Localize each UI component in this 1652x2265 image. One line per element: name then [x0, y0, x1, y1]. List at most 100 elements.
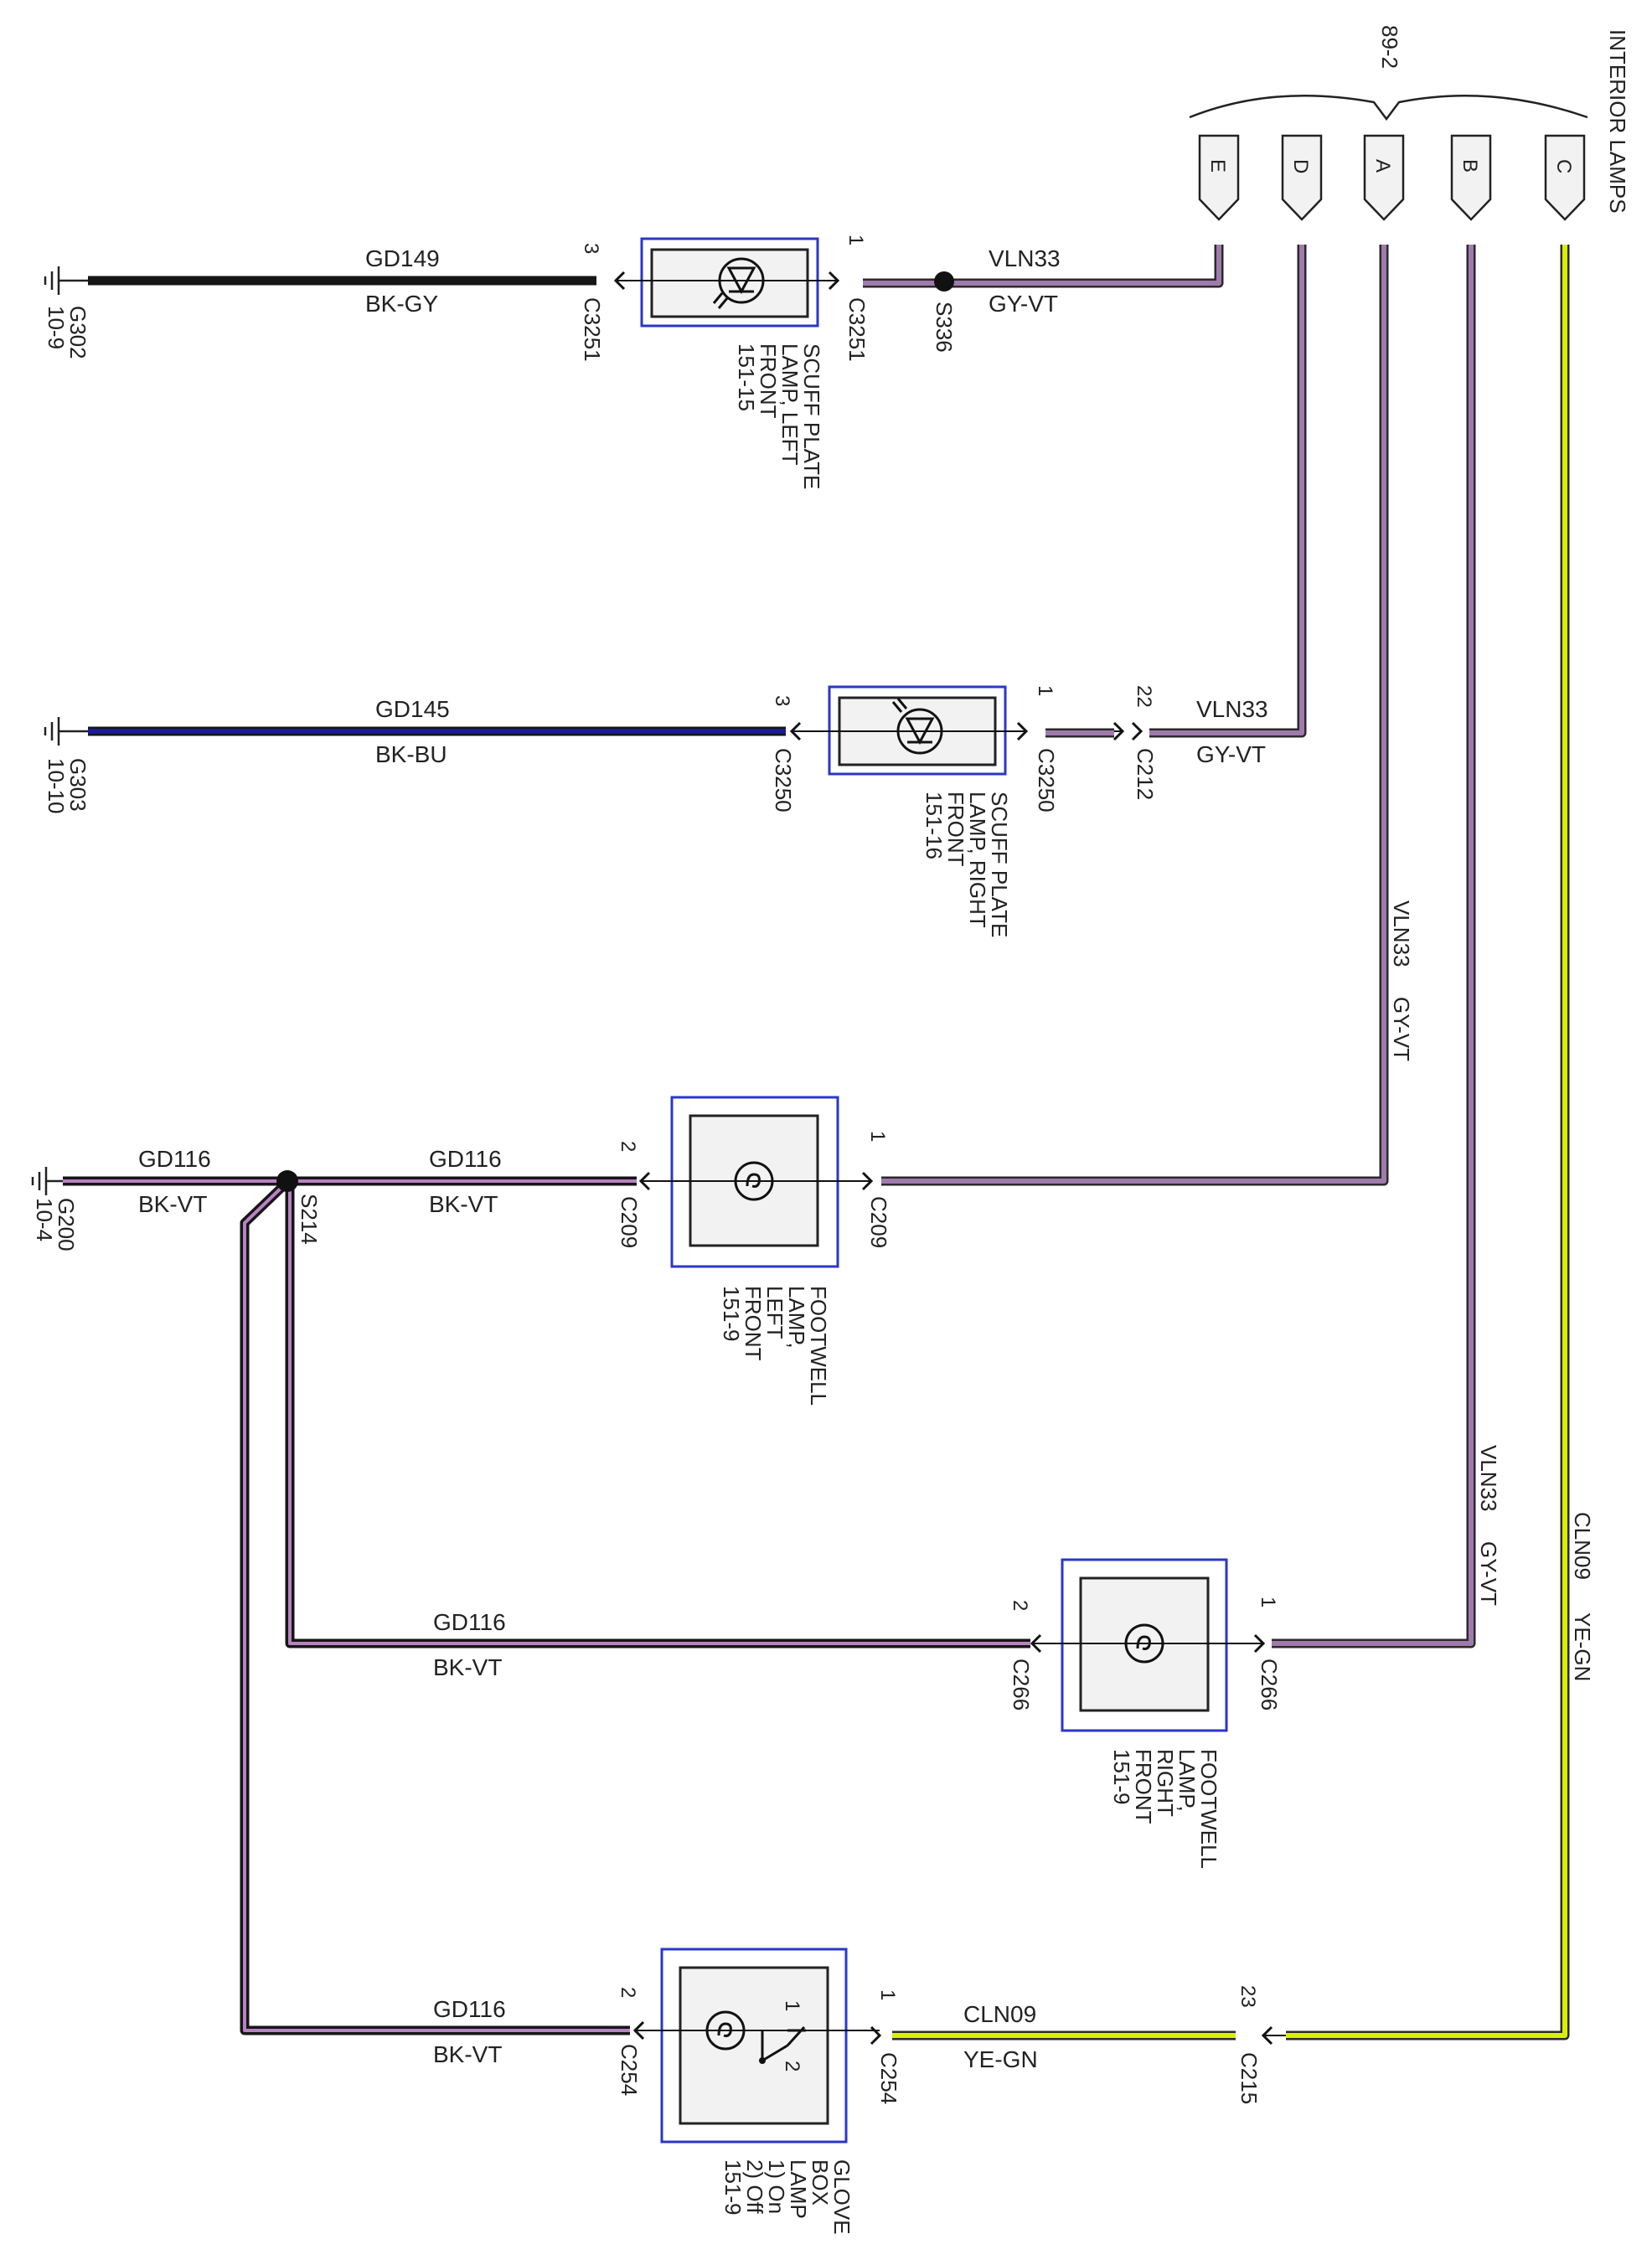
switch-icon: [759, 2025, 806, 2064]
wire-gd116-glove: [240, 1181, 630, 2035]
component-name: FRONT: [1131, 1749, 1156, 1824]
wire-color-label: GY-VT: [989, 291, 1058, 317]
connector-arrow-icon: [861, 1171, 874, 1191]
component-ref: 151-16: [922, 792, 947, 859]
footwell-lamp-right: [1030, 1558, 1266, 1732]
circuit-label: GD116: [429, 1146, 502, 1172]
connector-label: C3251: [844, 297, 870, 362]
ground-icon: [31, 1167, 63, 1195]
ground-ref: 10-9: [44, 306, 69, 349]
component-ref: 151-9: [719, 1286, 744, 1342]
wire-cln09-c: [1286, 245, 1570, 2041]
pin-tab-e: E: [1198, 134, 1240, 221]
circuit-label: GD116: [138, 1146, 211, 1172]
pin-tab-c: C: [1544, 134, 1586, 221]
component-name: RIGHT: [1153, 1749, 1178, 1817]
connector-arrow-icon: [638, 1171, 651, 1191]
splice-label: S214: [297, 1194, 322, 1245]
component-name: 1) On: [764, 2159, 789, 2214]
circuit-label: CLN09: [963, 2001, 1036, 2027]
component-name: FRONT: [741, 1286, 766, 1361]
component-name: LAMP, LEFT: [777, 343, 803, 466]
wire-color-label: BK-VT: [433, 2041, 502, 2067]
connector-arrow-icon: [1016, 721, 1029, 741]
ground-label: G200: [54, 1198, 79, 1251]
wire-gd116-foot-right: [285, 1181, 1030, 1648]
connector-label: C254: [617, 2044, 642, 2096]
lamp-icon: [734, 1161, 774, 1201]
pin-label: D: [1289, 159, 1312, 173]
component-name: LAMP, RIGHT: [965, 792, 990, 928]
pin-number: 2: [617, 1987, 639, 1998]
connector-arrow-icon: [1030, 1633, 1042, 1654]
connector-arrow-icon: [828, 271, 840, 291]
wire-color-label: BK-VT: [429, 1191, 498, 1217]
wire-color-label: GY-VT: [1389, 997, 1414, 1061]
pin-label: E: [1206, 159, 1229, 173]
circuit-label: VLN33: [1196, 696, 1268, 722]
pin-number: 22: [1133, 685, 1155, 708]
pin-label: B: [1458, 159, 1481, 173]
scuff-plate-lamp-right: [789, 685, 1143, 776]
component-name: LAMP: [786, 2159, 811, 2219]
component-name: LAMP,: [1174, 1749, 1200, 1812]
connector-arrow-icon: [613, 271, 626, 291]
glove-box-lamp: 1 2: [632, 1948, 1286, 2144]
pin-label: C: [1552, 159, 1575, 173]
pin-tab-b: B: [1450, 134, 1492, 221]
circuit-label: GD145: [375, 696, 450, 722]
wire-color-label: YE-GN: [963, 2046, 1038, 2072]
ground-icon: [44, 266, 88, 295]
pin-number: 2: [1009, 1600, 1031, 1611]
wire-color-label: GY-VT: [1476, 1541, 1501, 1606]
ground-ref: 10-4: [32, 1198, 57, 1241]
component-ref: 151-9: [720, 2159, 746, 2216]
led-lamp-icon: [891, 698, 943, 755]
pin-tab-a: A: [1363, 134, 1405, 221]
ground-label: G302: [65, 306, 90, 359]
component-name: LEFT: [762, 1286, 787, 1339]
wire-vln33-d: [1149, 245, 1307, 738]
pin-number: 23: [1236, 1985, 1259, 2008]
pin-number: 1: [866, 1131, 889, 1142]
interior-lamps-header: 89-2 INTERIOR LAMPS E D A B C: [1189, 25, 1630, 221]
splice-icon: [934, 271, 954, 292]
component-name: BOX: [808, 2159, 833, 2206]
connector-label: C212: [1133, 748, 1158, 800]
connector-arrow-icon: [632, 2020, 645, 2041]
ground-ref: 10-10: [44, 758, 69, 814]
circuit-label: GD149: [365, 245, 440, 271]
component-name: FOOTWELL: [806, 1286, 831, 1406]
wire-color-label: BK-BU: [375, 741, 447, 767]
connector-arrow-icon: [1253, 1633, 1266, 1654]
component-name: FOOTWELL: [1196, 1749, 1221, 1869]
wire-color-label: BK-VT: [138, 1191, 207, 1217]
wire-color-label: YE-GN: [1570, 1612, 1595, 1681]
connector-label: C209: [866, 1196, 891, 1248]
connector-label: C3250: [1034, 748, 1059, 813]
connector-arrow-icon: [870, 2025, 882, 2046]
wire-color-label: GY-VT: [1196, 741, 1266, 767]
connector-label: C266: [1257, 1659, 1282, 1710]
circuit-label: VLN33: [989, 245, 1061, 271]
switch-position: 1: [781, 2000, 803, 2011]
component-name: FRONT: [943, 792, 968, 867]
connector-arrow-icon: [789, 721, 802, 741]
component-name: 2) Off: [742, 2159, 767, 2214]
pin-number: 1: [876, 1989, 899, 2000]
circuit-label: GD116: [433, 1609, 506, 1635]
wires: [63, 245, 1570, 2041]
connector-id: 89-2: [1377, 25, 1402, 69]
component-name: FRONT: [756, 343, 781, 419]
led-lamp-icon: [712, 257, 765, 309]
pin-number: 1: [1257, 1597, 1279, 1607]
connector-label: C3251: [580, 297, 605, 362]
circuit-label: VLN33: [1389, 900, 1414, 967]
footwell-lamp-left: [638, 1096, 874, 1268]
splice-icon: [276, 1170, 298, 1192]
component-ref: 151-15: [734, 343, 759, 411]
pin-tab-d: D: [1281, 134, 1323, 221]
connector-label: C215: [1236, 2052, 1262, 2104]
switch-position: 2: [781, 2061, 803, 2072]
